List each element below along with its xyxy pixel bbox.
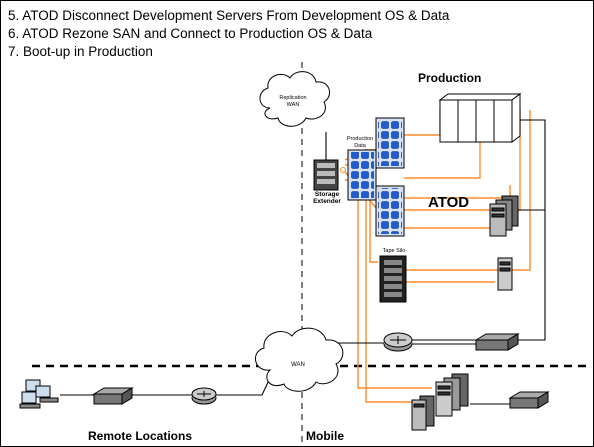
mainframe-icon bbox=[438, 93, 522, 143]
remote-locations-label: Remote Locations bbox=[88, 429, 192, 443]
step-5: 5. ATOD Disconnect Development Servers F… bbox=[8, 8, 450, 23]
mobile-server-cluster-icon bbox=[411, 395, 435, 431]
wan-cloud: WAN bbox=[255, 327, 344, 392]
replication-wan-cloud: Replication WAN bbox=[259, 71, 331, 127]
switch-icon bbox=[474, 333, 520, 351]
wan-label: WAN bbox=[291, 362, 305, 368]
switch-icon bbox=[508, 391, 550, 409]
atod-label: ATOD bbox=[428, 194, 469, 211]
router-icon bbox=[191, 387, 217, 405]
tower-server-icon bbox=[497, 257, 513, 291]
tape-silo-icon bbox=[379, 255, 407, 303]
replication-wan-label-2: WAN bbox=[287, 102, 300, 108]
disk-array-icon bbox=[375, 117, 405, 169]
replication-wan-label-1: Replication bbox=[279, 95, 306, 101]
step-7: 7. Boot-up in Production bbox=[8, 44, 153, 59]
storage-extender-icon bbox=[313, 159, 346, 191]
step-list: 5. ATOD Disconnect Development Servers F… bbox=[8, 7, 449, 61]
tape-silo-label: Tape Silo bbox=[383, 248, 406, 254]
storage-extender-label-2: Extender bbox=[313, 198, 341, 205]
production-data-label-1: Production bbox=[347, 136, 373, 142]
disk-array-icon bbox=[347, 149, 377, 201]
switch-icon bbox=[92, 387, 134, 405]
disk-array-icon bbox=[375, 185, 405, 237]
router-icon bbox=[383, 332, 413, 352]
production-label: Production bbox=[418, 71, 481, 85]
mobile-label: Mobile bbox=[306, 429, 344, 443]
mobile-server-cluster-icon bbox=[435, 373, 469, 417]
step-6: 6. ATOD Rezone SAN and Connect to Produc… bbox=[8, 26, 373, 41]
storage-extender-label-1: Storage bbox=[315, 191, 340, 198]
workstations-icon bbox=[19, 379, 59, 409]
production-data-label-2: Data bbox=[354, 143, 367, 149]
server-cluster-icon bbox=[489, 195, 519, 237]
